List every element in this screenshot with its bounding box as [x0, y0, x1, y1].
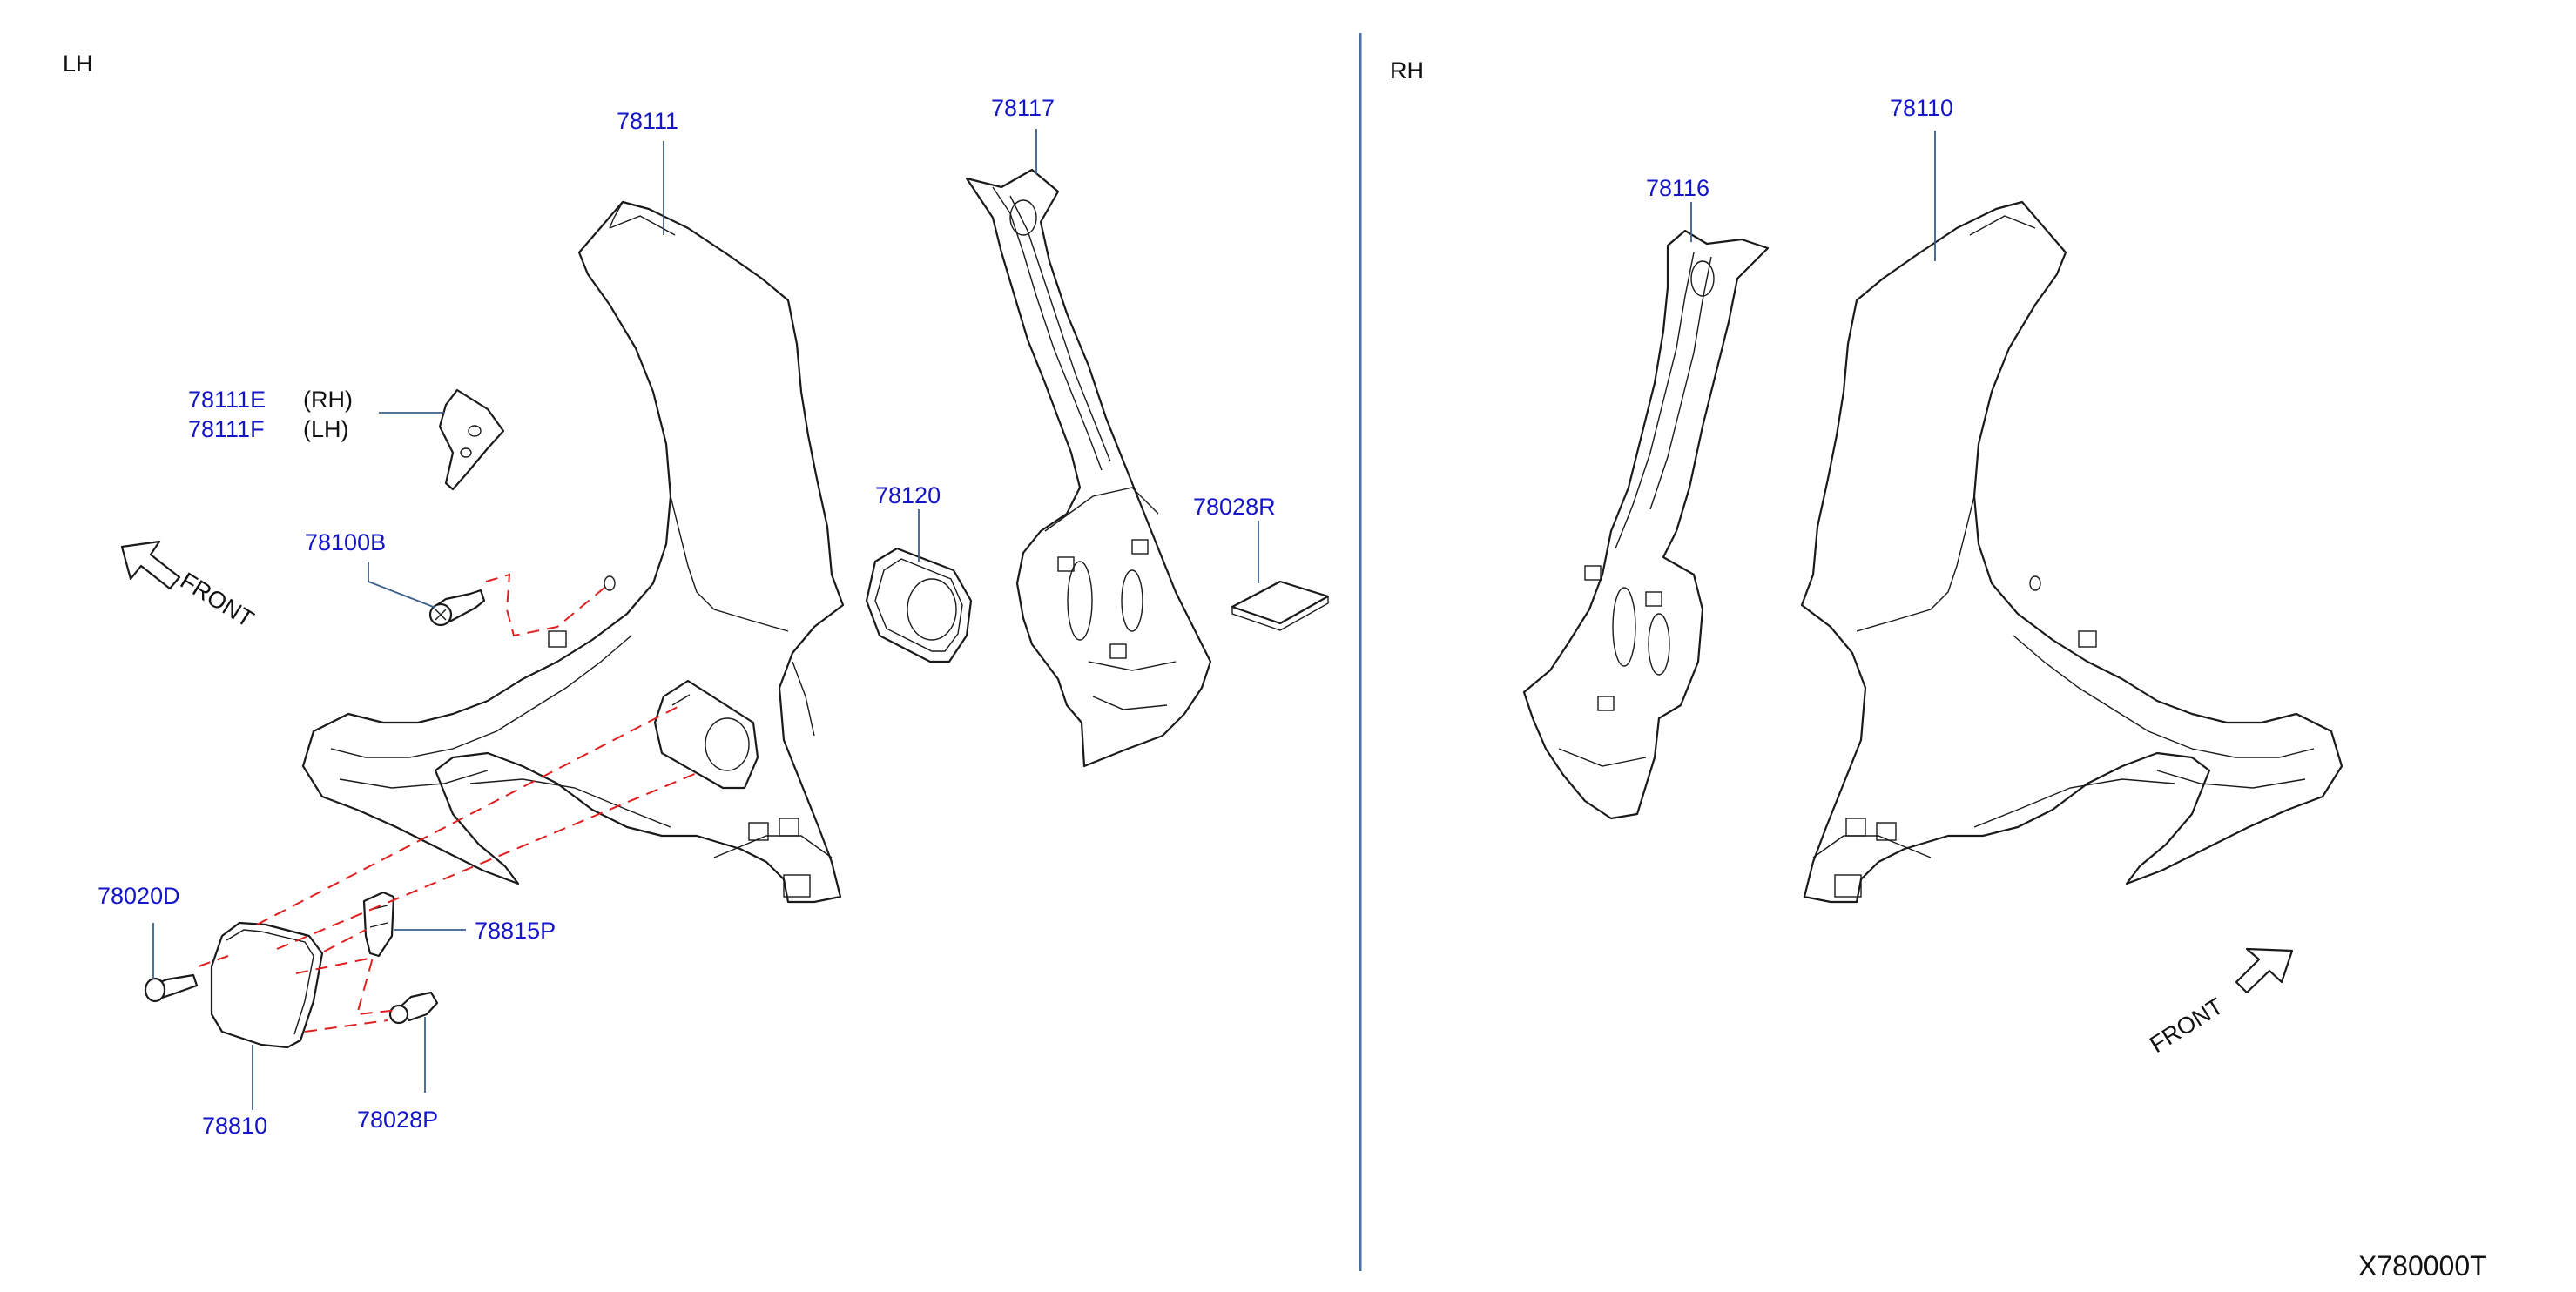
- callout-78116[interactable]: 78116: [1646, 175, 1709, 201]
- callout-78810[interactable]: 78810: [202, 1113, 267, 1139]
- install-dashes: [198, 706, 698, 1033]
- callout-78111E-side: (RH): [303, 387, 353, 413]
- leader-78100B: [368, 562, 436, 609]
- callout-78117[interactable]: 78117: [991, 95, 1055, 121]
- callout-78028R[interactable]: 78028R: [1193, 494, 1276, 520]
- callout-78028P[interactable]: 78028P: [357, 1107, 438, 1133]
- callout-78111F[interactable]: 78111F: [188, 416, 265, 442]
- inner-panel-78117[interactable]: [965, 168, 1212, 768]
- diagram-code: X780000T: [2358, 1250, 2487, 1282]
- pad-78028R[interactable]: [1231, 580, 1330, 631]
- front-arrow-lh-icon: [120, 540, 181, 590]
- rear-fender-rh[interactable]: [1800, 200, 2343, 904]
- callout-78110[interactable]: 78110: [1890, 95, 1953, 121]
- callout-78111F-side: (LH): [303, 416, 349, 442]
- inner-panel-78116[interactable]: [1522, 229, 1770, 820]
- side-label-rh: RH: [1390, 57, 1424, 84]
- filler-base-78120[interactable]: [865, 547, 973, 663]
- callout-78111[interactable]: 78111: [617, 108, 678, 134]
- callout-78815P[interactable]: 78815P: [475, 918, 556, 944]
- callout-78111E[interactable]: 78111E: [188, 387, 266, 413]
- bolt-78020D[interactable]: [144, 973, 199, 1003]
- bracket-78111E-F[interactable]: [438, 388, 505, 491]
- front-label-lh: FRONT: [176, 568, 259, 633]
- callout-78100B[interactable]: 78100B: [305, 529, 386, 555]
- fuel-opening: [653, 679, 759, 790]
- fuel-lid-78810[interactable]: [210, 921, 324, 1049]
- bumper-78028P[interactable]: [388, 991, 439, 1025]
- front-arrow-rh-icon: [2235, 947, 2294, 994]
- dash-78100B: [485, 573, 610, 637]
- callout-78120[interactable]: 78120: [875, 482, 941, 508]
- callout-78020D[interactable]: 78020D: [98, 883, 180, 909]
- hinge-78815P[interactable]: [362, 891, 395, 958]
- side-label-lh: LH: [63, 50, 93, 77]
- front-label-rh: FRONT: [2145, 993, 2228, 1058]
- clip-78100B[interactable]: [428, 589, 486, 627]
